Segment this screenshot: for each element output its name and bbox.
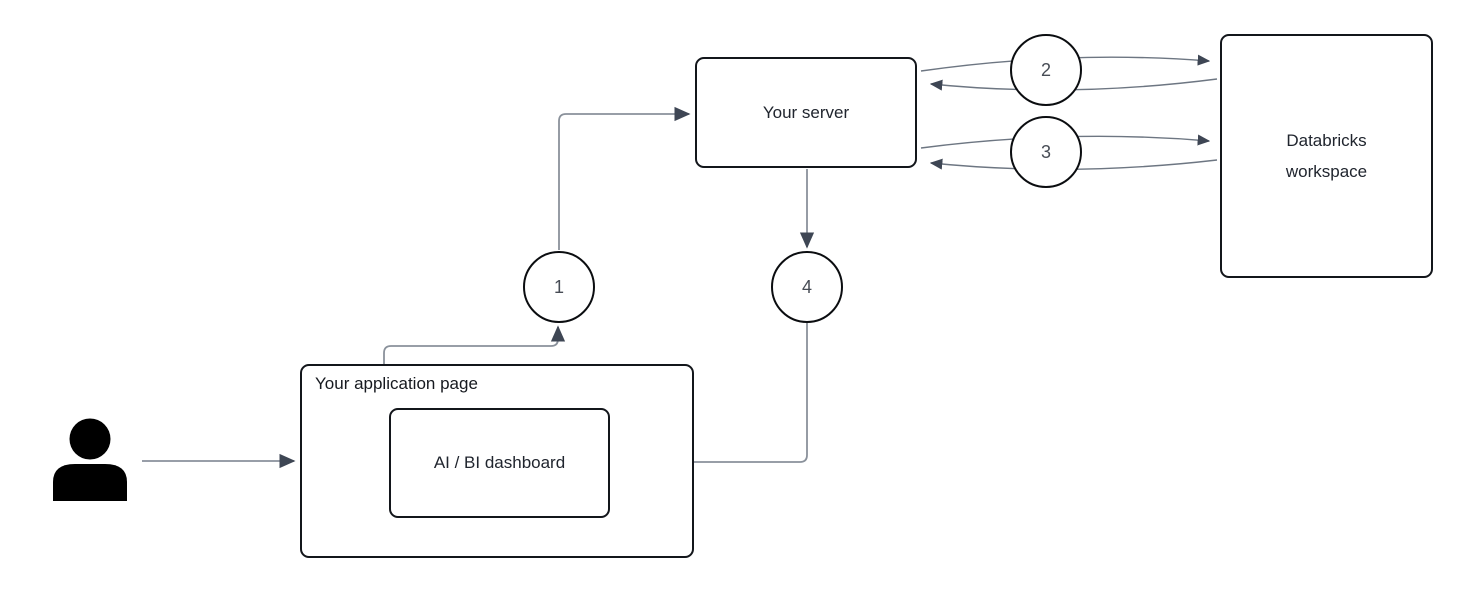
node-application-page: Your application page AI / BI dashboard <box>300 364 694 558</box>
node-dashboard: AI / BI dashboard <box>389 408 610 518</box>
dashboard-label: AI / BI dashboard <box>433 453 566 472</box>
step-circle-3: 3 <box>1010 116 1082 188</box>
step-circle-4: 4 <box>771 251 843 323</box>
server-label: Your server <box>762 102 850 122</box>
edge-step-1-to-server <box>558 106 691 250</box>
step-1-number: 1 <box>553 276 564 297</box>
databricks-workspace-label: Databricks workspace <box>1285 130 1368 181</box>
application-page-label: Your application page <box>315 374 478 393</box>
step-3-number: 3 <box>1040 141 1051 162</box>
step-4-number: 4 <box>801 276 812 297</box>
step-circle-1: 1 <box>523 251 595 323</box>
node-server: Your server <box>695 57 917 168</box>
edge-step-4-to-dashboard <box>611 323 808 470</box>
user-icon <box>53 418 127 501</box>
node-databricks-workspace: Databricks workspace <box>1220 34 1433 278</box>
step-2-number: 2 <box>1040 59 1051 80</box>
step-circle-2: 2 <box>1010 34 1082 106</box>
edge-application-page-to-step-1 <box>383 325 566 364</box>
